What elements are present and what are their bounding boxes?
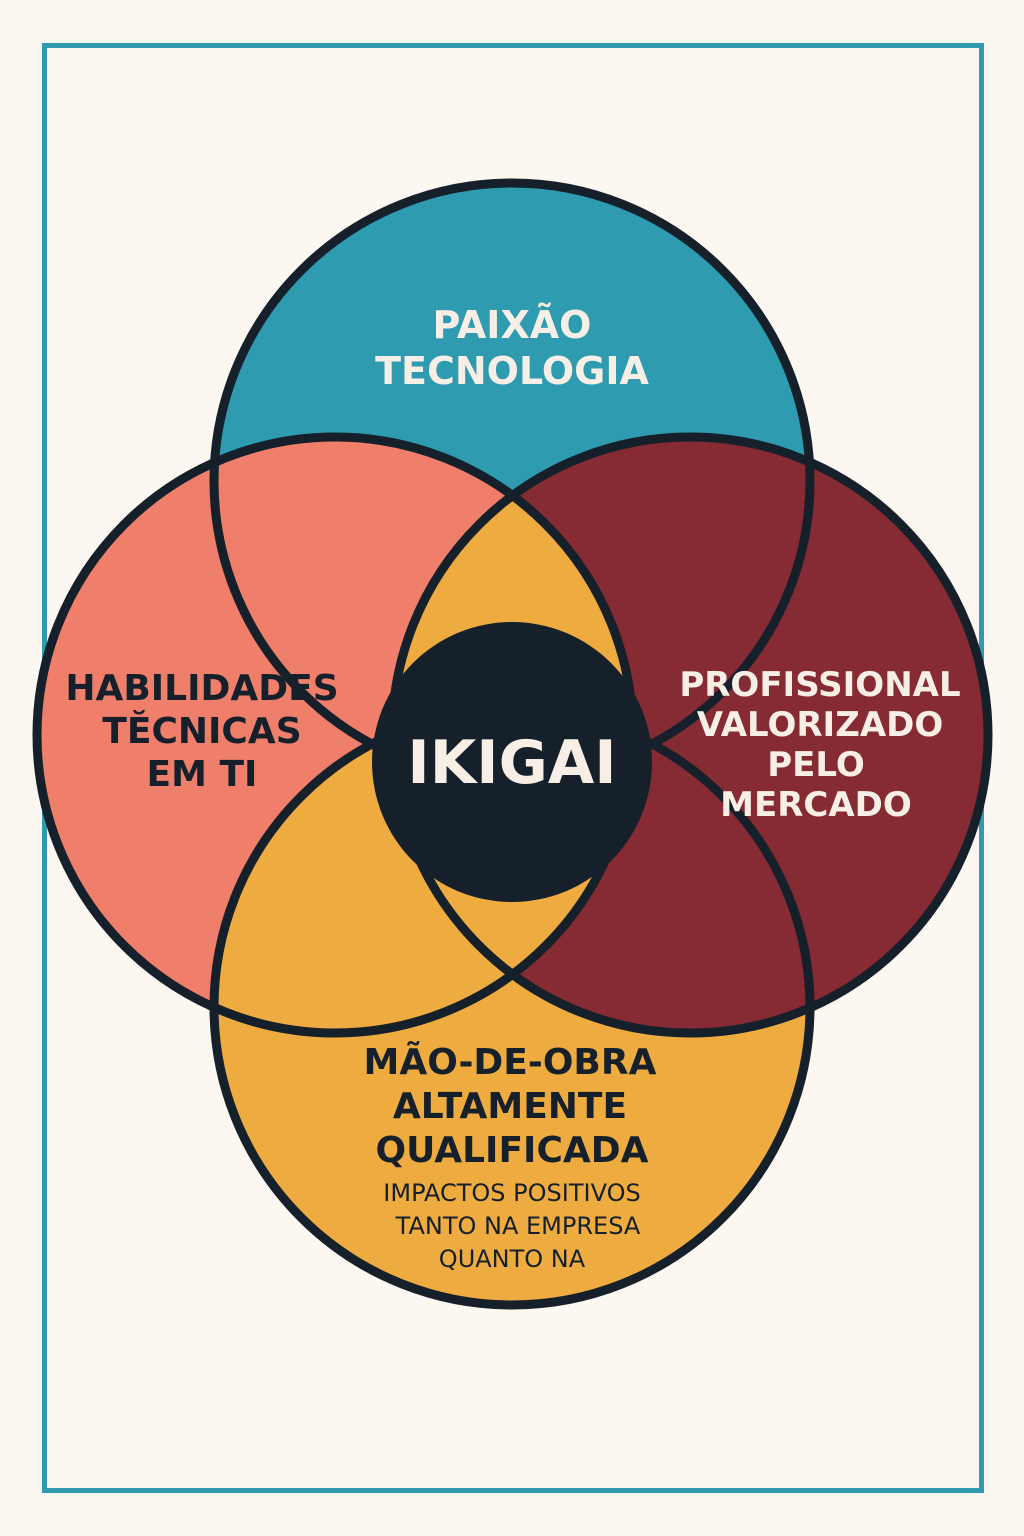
workforce-line-2: ALTAMENTE	[393, 1086, 627, 1127]
workforce-line-3: QUALIFICADA	[376, 1130, 649, 1171]
market-line-4: MERCADO	[720, 785, 912, 825]
passion-line-1: PAIXÃO	[433, 303, 592, 347]
ikigai-label: IKIGAI	[407, 728, 616, 798]
market-line-1: PROFISSIONAL	[679, 665, 960, 705]
ikigai-center	[372, 622, 652, 902]
market-line-3: PELO	[767, 745, 865, 785]
passion-line-2: TECNOLOGIA	[375, 349, 649, 393]
workforce-subline-1: IMPACTOS POSITIVOS	[383, 1179, 640, 1207]
workforce-subline-2: TANTO NA EMPRESA	[395, 1212, 641, 1240]
market-line-2: VALORIZADO	[697, 705, 944, 745]
skills-line-3: EM TI	[147, 754, 258, 795]
workforce-line-1: MÃO-DE-OBRA	[364, 1041, 657, 1083]
skills-line-2: TĔCNICAS	[102, 710, 301, 752]
workforce-subline-3: QUANTO NA	[439, 1245, 586, 1273]
skills-line-1: HABILIDADES	[65, 668, 338, 709]
